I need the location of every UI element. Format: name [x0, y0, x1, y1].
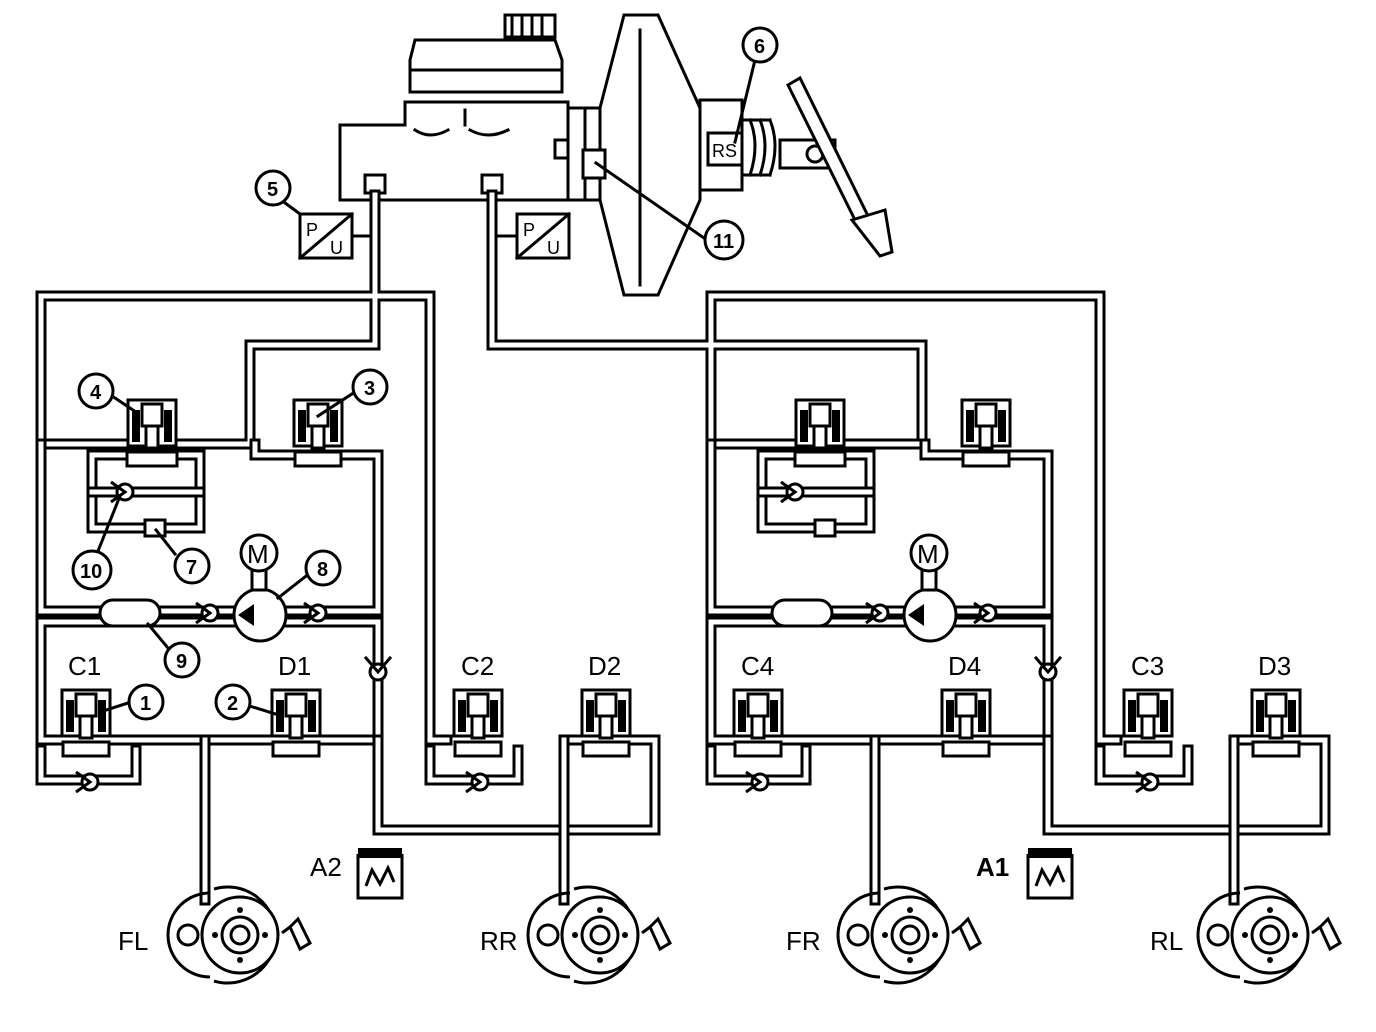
svg-text:P: P [523, 220, 535, 240]
valve-d2 [580, 688, 632, 758]
pump-right: M [770, 533, 958, 643]
accumulator-a1 [1026, 846, 1074, 900]
label-d4: D4 [948, 651, 981, 681]
label-a2: A2 [310, 852, 342, 882]
brake-fr [836, 885, 982, 985]
svg-text:P: P [306, 220, 318, 240]
callout-7: 7 [173, 547, 211, 585]
rs-sensor-box [706, 131, 744, 167]
motor-right [909, 533, 949, 573]
svg-text:3: 3 [364, 378, 375, 400]
svg-text:8: 8 [317, 559, 328, 581]
callout-11: 11 [703, 219, 745, 261]
svg-text:10: 10 [80, 561, 102, 583]
callout-10: 10 [71, 549, 113, 591]
label-fr: FR [786, 926, 821, 956]
callout-4: 4 [77, 372, 115, 410]
callout-3: 3 [351, 368, 389, 406]
valve-d1 [270, 688, 322, 758]
valve-upper-left-4 [125, 398, 179, 468]
check-valves [74, 480, 1160, 794]
callout-5: 5 [254, 169, 292, 207]
valve-d4 [940, 688, 992, 758]
pump-left: M [98, 533, 288, 643]
pressure-sensor-right: P U [495, 211, 572, 261]
brake-rr [526, 885, 672, 985]
hydraulic-lines [35, 189, 1331, 906]
label-c4: C4 [741, 651, 774, 681]
valve-upper-left-3 [292, 398, 344, 468]
label-d3: D3 [1258, 651, 1291, 681]
label-fl: FL [118, 926, 148, 956]
svg-text:1: 1 [140, 693, 151, 715]
valve-upper-right-a [793, 398, 847, 468]
label-c2: C2 [461, 651, 494, 681]
callout-1: 1 [127, 683, 165, 721]
svg-text:9: 9 [176, 651, 187, 673]
label-rl: RL [1150, 926, 1183, 956]
callout-2: 2 [214, 683, 252, 721]
brake-fl [166, 885, 312, 985]
pressure-sensor-left: P U [297, 211, 374, 261]
rs-sensor-label: RS [712, 141, 737, 161]
valve-c4 [732, 688, 784, 758]
valve-d3 [1250, 688, 1302, 758]
valve-upper-right-b [960, 398, 1012, 468]
motor-left [239, 533, 279, 573]
svg-text:M: M [917, 539, 939, 569]
callout-8: 8 [304, 549, 342, 587]
svg-text:5: 5 [267, 179, 278, 201]
callout-9: 9 [163, 641, 201, 679]
svg-text:U: U [547, 238, 560, 258]
callout-lines [94, 58, 757, 718]
valve-c2 [452, 688, 504, 758]
callout-6: 6 [741, 26, 779, 64]
svg-text:6: 6 [754, 36, 765, 58]
svg-text:U: U [330, 238, 343, 258]
svg-text:2: 2 [227, 693, 238, 715]
label-c3: C3 [1131, 651, 1164, 681]
accumulator-a2 [356, 846, 404, 900]
label-rr: RR [480, 926, 518, 956]
label-c1: C1 [68, 651, 101, 681]
valve-c1 [60, 688, 112, 758]
valve-c3 [1122, 688, 1174, 758]
label-d1: D1 [278, 651, 311, 681]
svg-text:11: 11 [713, 231, 734, 253]
label-d2: D2 [588, 651, 621, 681]
svg-text:M: M [247, 539, 269, 569]
svg-text:7: 7 [186, 557, 197, 579]
svg-text:4: 4 [90, 382, 102, 404]
brake-rl [1196, 885, 1342, 985]
master-cylinder-assembly: RS [338, 13, 894, 297]
label-a1: A1 [976, 852, 1009, 882]
